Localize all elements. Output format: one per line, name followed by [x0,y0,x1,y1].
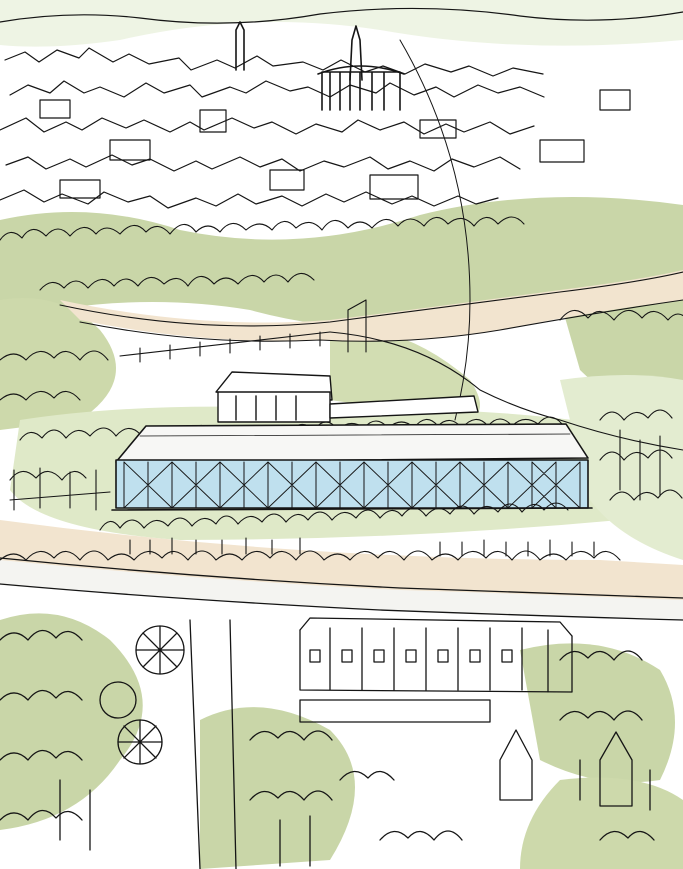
pavilion-glass-wall [115,459,589,509]
town-block [59,179,101,199]
foreground-trees-right [520,643,675,783]
hedge-upper [0,216,525,241]
round-tree-canopies [99,625,185,765]
town-block [599,89,631,111]
town-block [199,109,227,133]
street-wash [0,560,683,620]
cathedral [235,21,405,111]
terraced-houses [299,617,633,807]
trunks-row [129,537,595,557]
hedge-mid [39,272,315,291]
pavilion-base [111,507,593,511]
annex-building [215,371,479,423]
annex-body [217,391,331,423]
foreground-scribbles-center [249,730,463,841]
tree-canopy [99,681,137,719]
annex-windows [235,395,297,421]
town-block [269,169,305,191]
hillside-scribbles [0,216,683,451]
foreground-scribbles-right [559,650,655,841]
town-block [39,99,71,119]
courtyard-block [299,699,491,723]
town-row-3 [0,117,535,135]
slope-path [329,331,683,451]
canopy-spokes [117,625,185,765]
roof-ridge [139,433,571,437]
main-spire [349,25,363,81]
town-row-1 [4,47,544,77]
house-windows [309,649,513,663]
town-hatching [0,7,683,421]
footpath-wash [60,270,683,342]
left-shrubs [0,350,109,401]
left-cluster [9,467,111,511]
hill-building [347,299,367,353]
left-spire [235,21,245,71]
house-row-facade [299,627,573,693]
tree-row-lower [99,502,569,531]
town-block [539,139,585,163]
foreground-trees-center [200,707,355,869]
cross-bracing [123,461,581,509]
survey-arc [399,39,471,421]
street-edge-bottom [0,583,683,621]
meadow-scribbles [0,409,683,561]
glass-pavilion [111,423,593,511]
town-block [109,139,151,161]
footpath-edge-top [59,271,683,327]
right-trees [559,309,683,321]
town-row-4 [5,154,521,172]
hedgerow-mid [0,550,621,561]
foreground-trees-left [0,613,143,830]
pavilion-roof [115,423,589,463]
street-edge-top [0,557,683,599]
annex-terrace [329,395,479,419]
town-row-5 [0,189,499,209]
footpath-wash-lower [0,520,683,610]
town-block-outlines [39,89,631,200]
foreground-trunks [59,759,651,867]
hillside-green-upper [0,197,683,328]
cathedral-roof [317,65,405,75]
foreground-scribbles-left [0,629,83,821]
right-woodland [599,409,683,501]
side-street [189,619,237,869]
cathedral-nave [321,71,401,111]
gabled-house [499,729,633,807]
house-row-roof [299,617,573,637]
foreground [0,557,683,869]
sky-wash [0,0,683,47]
foreground-trees-bottom-right [520,777,683,869]
fence-line [119,331,331,363]
right-meadow [560,375,683,560]
skyline-line [0,7,683,24]
town-row-2 [9,80,545,98]
town-block [369,174,419,200]
